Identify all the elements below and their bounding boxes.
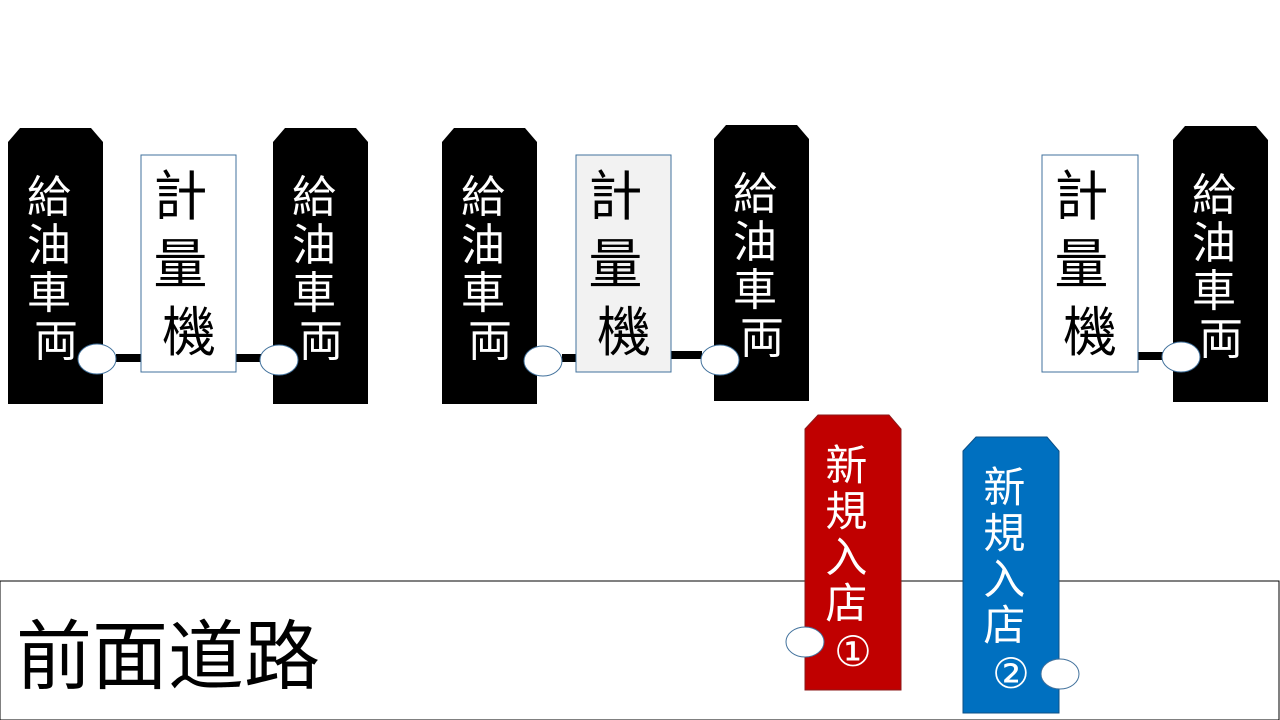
vehicle-label-char: 給 <box>292 172 336 223</box>
vehicle-label-char: 両 <box>34 316 78 367</box>
fuel-nozzle-node <box>700 344 740 376</box>
dispenser-label-char: 機 <box>162 301 216 364</box>
vehicle-label-char: 給 <box>1192 170 1236 221</box>
dispenser-box <box>140 154 237 373</box>
vehicle-label: 給 油 車 両 <box>461 172 519 367</box>
dispenser-label-char: 機 <box>1063 301 1117 364</box>
hose-lines <box>116 351 1164 362</box>
vehicle-shape <box>442 128 537 404</box>
front-road-label: 前面道路 <box>16 612 320 701</box>
new-entry-label: 新 規 入 店 ② <box>983 463 1038 698</box>
front-road-area <box>0 580 1280 720</box>
fuel-nozzle-node <box>785 626 825 658</box>
dispenser-box <box>1041 154 1139 373</box>
dispenser-3: 計 量 機 <box>1041 154 1139 373</box>
dispenser-label-char: 計 <box>588 165 642 228</box>
vehicle-label-char: 車 <box>292 268 336 319</box>
vehicle-shape <box>273 128 368 404</box>
vehicle-3: 給 油 車 両 <box>442 128 537 404</box>
vehicle-1: 給 油 車 両 <box>8 128 103 404</box>
dispenser-label: 計 量 機 <box>1054 165 1125 364</box>
dispenser-label-char: 計 <box>1054 165 1108 228</box>
vehicle-label-char: 給 <box>733 169 777 220</box>
new-entry-label-char: 店 <box>983 601 1025 650</box>
vehicle-shape <box>714 125 809 401</box>
vehicle-5: 給 油 車 両 <box>1173 126 1268 402</box>
new-entry-2: 新 規 入 店 ② <box>962 436 1060 714</box>
new-entry-label-char: 入 <box>825 533 867 582</box>
vehicle-label-char: 両 <box>299 316 343 367</box>
dispenser-label: 計 量 機 <box>588 165 659 364</box>
dispenser-label-char: 計 <box>153 165 207 228</box>
vehicle-label-char: 油 <box>292 220 336 271</box>
dispenser-label-char: 機 <box>597 301 651 364</box>
fuel-nozzles <box>77 341 1201 690</box>
new-entry-label-char: 新 <box>983 463 1025 512</box>
vehicle-label-char: 油 <box>461 220 505 271</box>
fuel-nozzle-node <box>77 343 117 375</box>
vehicle-label-char: 両 <box>1199 314 1243 365</box>
new-entry-label-char: 規 <box>825 487 867 536</box>
vehicle-2: 給 油 車 両 <box>273 128 368 404</box>
vehicle-label-char: 給 <box>461 172 505 223</box>
vehicle-label-char: 油 <box>27 220 71 271</box>
fuel-nozzle-node <box>523 345 563 377</box>
dispenser-label-char: 量 <box>153 233 207 296</box>
vehicle-label-char: 両 <box>740 313 784 364</box>
dispenser-label: 計 量 機 <box>153 165 224 364</box>
new-entry-label-char: ② <box>992 649 1030 698</box>
vehicle-shape <box>1173 126 1268 402</box>
vehicle-label-char: 油 <box>1192 218 1236 269</box>
vehicle-label-char: 油 <box>733 217 777 268</box>
dispenser-label-char: 量 <box>588 233 642 296</box>
vehicle-label-char: 車 <box>461 268 505 319</box>
new-entry-shape <box>804 414 902 691</box>
dispenser-2: 計 量 機 <box>575 154 672 373</box>
fuel-nozzle-node <box>259 344 299 376</box>
new-entry-label-char: ① <box>834 627 872 676</box>
vehicle-label: 給 油 車 両 <box>27 172 85 367</box>
front-road: 前面道路 <box>0 580 1280 720</box>
vehicle-label-char: 給 <box>27 172 71 223</box>
new-entry-shape <box>962 436 1060 714</box>
vehicle-label-char: 車 <box>27 268 71 319</box>
vehicle-label: 給 油 車 両 <box>1192 170 1250 365</box>
fuel-nozzle-node <box>1040 658 1080 690</box>
vehicle-4: 給 油 車 両 <box>714 125 809 401</box>
dispenser-1: 計 量 機 <box>140 154 237 373</box>
vehicle-label: 給 油 車 両 <box>733 169 791 364</box>
dispenser-box <box>575 154 672 373</box>
new-entry-label-char: 入 <box>983 555 1025 604</box>
new-entry-label-char: 新 <box>825 441 867 490</box>
fuel-nozzle-node <box>1161 341 1201 373</box>
new-entry-label: 新 規 入 店 ① <box>825 441 880 676</box>
new-entry-label-char: 店 <box>825 579 867 628</box>
vehicle-label: 給 油 車 両 <box>292 172 350 367</box>
dispenser-label-char: 量 <box>1054 233 1108 296</box>
vehicle-shape <box>8 128 103 404</box>
new-entry-label-char: 規 <box>983 509 1025 558</box>
vehicle-label-char: 両 <box>468 316 512 367</box>
new-entry-1: 新 規 入 店 ① <box>804 414 902 691</box>
vehicle-label-char: 車 <box>733 265 777 316</box>
vehicle-label-char: 車 <box>1192 266 1236 317</box>
